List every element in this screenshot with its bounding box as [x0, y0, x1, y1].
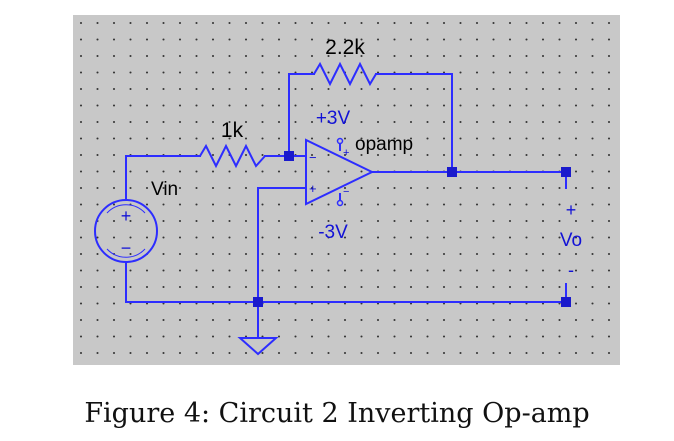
wire-feedback: [288, 73, 315, 157]
resistor-1k: [199, 143, 266, 169]
wire-noninverting: [257, 187, 307, 303]
node-inverting: [284, 151, 294, 161]
output-plus-label: +: [566, 200, 577, 220]
feedback-resistor-label: 2.2k: [325, 36, 365, 59]
node-output: [447, 167, 457, 177]
input-resistor-label: 1k: [221, 119, 244, 142]
wire-feedback-right: [375, 73, 453, 173]
opamp-minus-pin: −: [309, 150, 317, 165]
opamp-plus-pin: +: [309, 181, 317, 196]
positive-supply-label: +3V: [316, 108, 351, 129]
opamp-symbol: [305, 137, 375, 207]
output-minus-label: -: [568, 260, 574, 280]
negative-supply-label: -3V: [318, 222, 348, 243]
source-label: Vin: [151, 179, 178, 200]
node-ground: [253, 297, 263, 307]
voltage-source: [94, 199, 158, 263]
output-label: Vo: [560, 230, 582, 251]
node-vo-bottom: [561, 297, 571, 307]
wire-input-left: [125, 155, 201, 201]
opamp-supply-plus-pin: +: [343, 147, 349, 159]
source-minus-sign: −: [121, 238, 132, 258]
node-vo-top: [561, 167, 571, 177]
ground-icon: [237, 337, 279, 356]
wires: [125, 73, 567, 339]
opamp-supply-minus-pin: −: [343, 186, 349, 198]
junction-nodes: [253, 151, 571, 307]
source-plus-sign: +: [121, 206, 132, 226]
wire-bottom: [125, 261, 567, 303]
grid-dots: [73, 15, 620, 365]
opamp-label: opamp: [355, 134, 413, 155]
resistor-2-2k: [313, 61, 377, 87]
figure-caption: Figure 4: Circuit 2 Inverting Op-amp: [84, 398, 590, 429]
